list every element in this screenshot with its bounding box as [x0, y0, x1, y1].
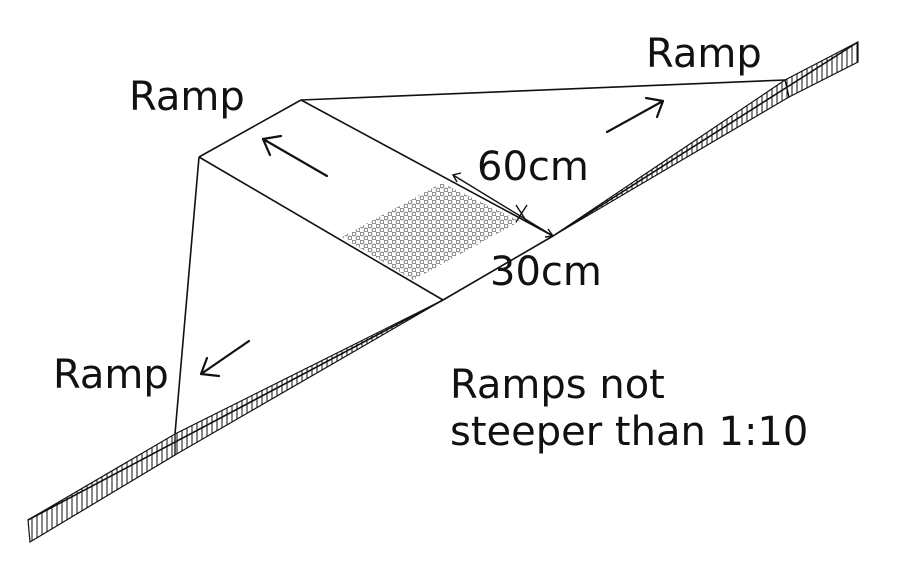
ramp-outline [174, 79, 786, 435]
note-line-2: steeper than 1:10 [450, 409, 808, 455]
curb-top-line-upper [552, 41, 859, 237]
label-ramp-bottom-left: Ramp [53, 352, 169, 398]
arrow-up-left-icon [261, 134, 329, 178]
curb-edge [27, 41, 859, 544]
ramp-left-inner-edge [198, 156, 444, 301]
label-ramp-top-left: Ramp [129, 74, 245, 120]
ramp-right-flare-hatch [552, 79, 790, 237]
arrow-down-left-icon [199, 339, 251, 378]
dimension-line [452, 174, 554, 237]
label-ramp-top-right: Ramp [646, 31, 762, 77]
direction-arrows [199, 96, 665, 378]
arrow-up-right-icon [605, 96, 665, 134]
label-tactile-width: 60cm [477, 144, 589, 190]
landing-back-edge [198, 99, 302, 158]
dimension-tick-mark-cross [515, 204, 528, 223]
ramp-left-flare-hatch [174, 299, 444, 457]
dimension-arrowhead-top [451, 172, 462, 183]
curb-cut-line [442, 235, 554, 301]
ramp-left-outer-edge [174, 156, 200, 435]
curb-lower-hatch [27, 432, 176, 544]
ramp-right-outer-edge [300, 79, 786, 101]
curb-upper-hatch [784, 41, 859, 98]
note-line-1: Ramps not [450, 362, 665, 408]
ramp-right-inner-edge [300, 99, 554, 237]
curb-top-line-lower [27, 299, 444, 521]
label-setback: 30cm [490, 249, 602, 295]
dimension-60cm [451, 172, 555, 238]
dimension-arrowhead-bottom [544, 228, 555, 238]
